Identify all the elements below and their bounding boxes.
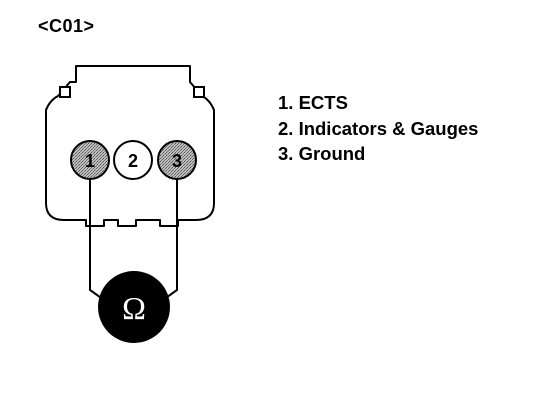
test-lead-pin1 — [89, 178, 105, 301]
ohmmeter-icon — [98, 271, 170, 343]
pin-2-circle — [113, 140, 153, 180]
pin-1-circle — [70, 140, 110, 180]
housing-tab-left — [59, 86, 71, 98]
legend-item-1: 1. ECTS — [278, 92, 348, 113]
connector-label: <C01> — [38, 16, 95, 36]
housing-tab-right — [193, 86, 205, 98]
pin-1-number: 1 — [85, 151, 95, 171]
pin-2-number: 2 — [128, 151, 138, 171]
pin-3-circle — [157, 140, 197, 180]
pin-3-number: 3 — [172, 151, 182, 171]
legend-item-2: 2. Indicators & Gauges — [278, 117, 479, 139]
legend-item-3: 3. Ground — [278, 143, 366, 164]
ohm-symbol: Ω — [122, 290, 146, 326]
pin-legend: 1. ECTS 2. Indicators & Gauges 3. Ground — [278, 90, 478, 167]
